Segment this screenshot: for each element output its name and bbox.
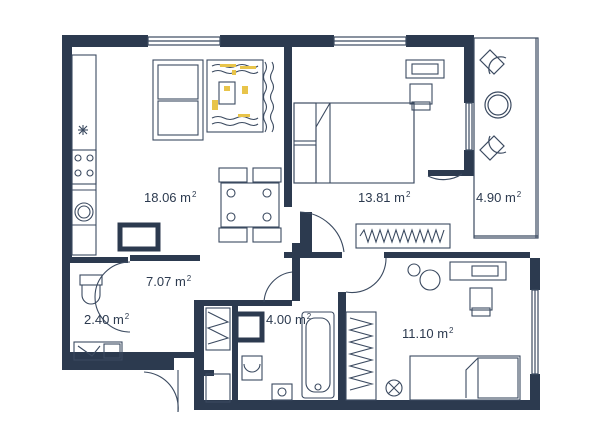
kitchen xyxy=(71,54,97,256)
area-exponent: 2 xyxy=(124,312,130,321)
rug-accent xyxy=(212,64,256,117)
room-area-label-bedroom-2: 11.10 m2 xyxy=(402,326,454,341)
snowflake-icon xyxy=(78,125,88,135)
area-value: 13.81 xyxy=(358,190,391,205)
area-unit: m xyxy=(394,190,406,205)
bathroom-2 xyxy=(205,307,335,403)
area-unit: m xyxy=(174,274,186,289)
area-exponent: 2 xyxy=(186,274,192,283)
area-value: 4.00 xyxy=(266,312,292,327)
room-area-label-balcony: 4.90 m2 xyxy=(476,190,521,205)
windows xyxy=(147,36,539,375)
area-exponent: 2 xyxy=(306,312,312,321)
walls xyxy=(62,35,540,410)
area-exponent: 2 xyxy=(449,326,454,335)
room-area-label-bathroom-1: 2.40 m2 xyxy=(84,312,129,327)
bedroom-2 xyxy=(345,261,521,401)
bathroom-1 xyxy=(73,274,123,361)
room-area-label-living-kitchen: 18.06 m2 xyxy=(144,190,196,205)
room-area-label-bathroom-2: 4.00 m2 xyxy=(266,312,311,327)
area-exponent: 2 xyxy=(516,190,522,199)
hallway xyxy=(94,257,387,413)
room-area-label-hallway: 7.07 m2 xyxy=(146,274,191,289)
area-unit: m xyxy=(437,326,449,341)
area-value: 11.10 xyxy=(402,326,434,341)
bedroom-1 xyxy=(293,59,451,253)
balcony xyxy=(427,37,539,239)
area-value: 18.06 xyxy=(144,190,177,205)
area-value: 4.90 xyxy=(476,190,502,205)
area-unit: m xyxy=(294,312,306,327)
living-area xyxy=(152,59,282,243)
area-value: 2.40 xyxy=(84,312,110,327)
area-exponent: 2 xyxy=(406,190,411,199)
area-exponent: 2 xyxy=(192,190,197,199)
area-unit: m xyxy=(180,190,192,205)
area-unit: m xyxy=(504,190,516,205)
room-area-label-bedroom-1: 13.81 m2 xyxy=(358,190,410,205)
area-unit: m xyxy=(112,312,124,327)
area-value: 7.07 xyxy=(146,274,172,289)
